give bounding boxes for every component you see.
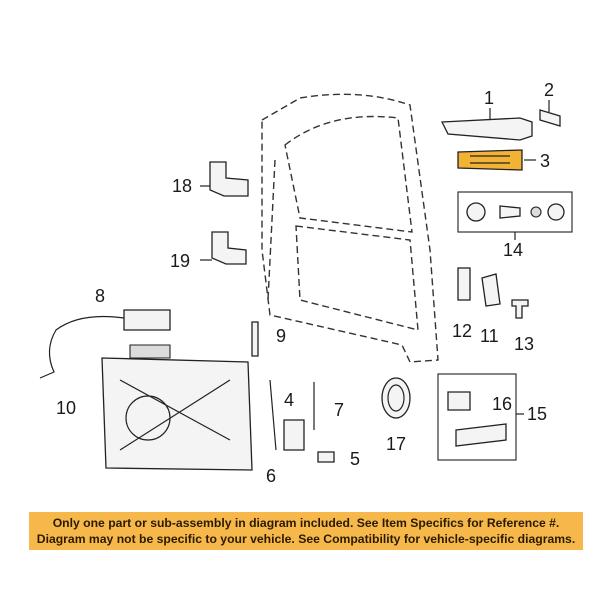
callout-13: 13 [514, 334, 534, 354]
callout-10: 10 [56, 398, 76, 418]
disclaimer-line-1: Only one part or sub-assembly in diagram… [52, 516, 560, 530]
callout-11: 11 [480, 326, 499, 346]
callout-19: 19 [170, 251, 190, 271]
callout-14: 14 [503, 240, 523, 260]
door-outline [261, 93, 439, 363]
callout-3: 3 [540, 151, 550, 171]
callout-18: 18 [172, 176, 192, 196]
disclaimer-line-2: Diagram may not be specific to your vehi… [36, 532, 576, 546]
callout-7: 7 [334, 400, 344, 420]
callout-2: 2 [544, 80, 554, 100]
hinge-parts [200, 161, 249, 265]
callout-8: 8 [95, 286, 105, 306]
disclaimer-banner: Only one part or sub-assembly in diagram… [29, 512, 583, 550]
button-group-box [437, 373, 524, 461]
handle-bracket-part-highlighted [457, 149, 536, 171]
callout-12: 12 [452, 321, 472, 341]
regulator-panel-part [101, 344, 253, 471]
outside-handle-part [440, 108, 533, 141]
callout-labels: 1 2 3 4 5 6 7 8 9 10 11 12 13 14 15 16 1… [56, 80, 554, 486]
rod-latch-parts [251, 321, 335, 463]
motor-cable-part [39, 309, 171, 379]
lock-cylinder-group-box [457, 191, 573, 240]
callout-17: 17 [386, 434, 406, 454]
callout-9: 9 [276, 326, 286, 346]
callout-16: 16 [492, 394, 512, 414]
striker-parts [457, 267, 529, 319]
callout-6: 6 [266, 466, 276, 486]
callout-15: 15 [527, 404, 547, 424]
callout-1: 1 [484, 88, 494, 108]
bolt-part-2 [539, 100, 561, 127]
callout-4: 4 [284, 390, 294, 410]
grommet-part [381, 377, 411, 419]
callout-5: 5 [350, 449, 360, 469]
